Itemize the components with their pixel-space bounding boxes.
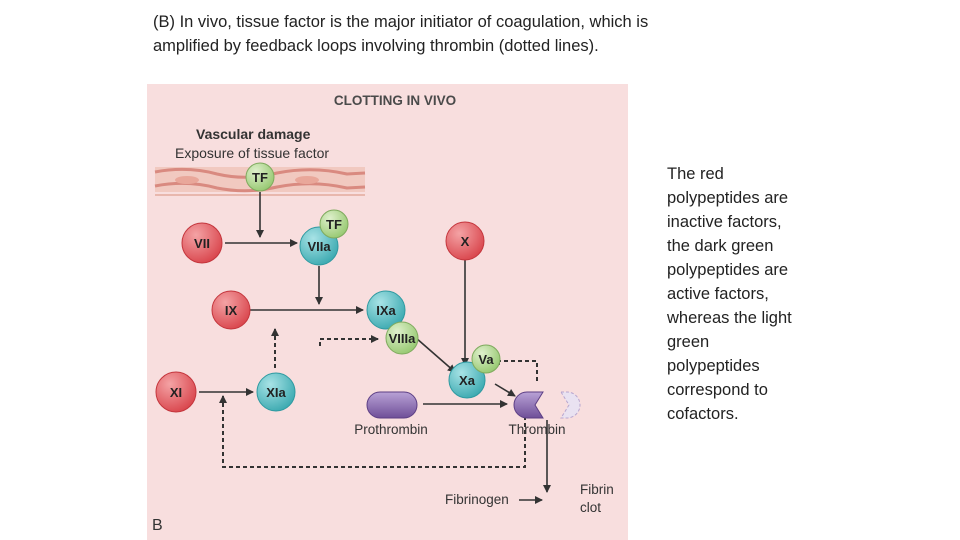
node-tf-top: TF (245, 162, 275, 192)
node-viia-label: VIIa (307, 239, 331, 254)
node-x: X (445, 221, 485, 261)
node-xi-label: XI (170, 385, 182, 400)
caption: (B) In vivo, tissue factor is the major … (153, 10, 753, 58)
feedback-thrombin-to-viiia (319, 335, 379, 346)
prothrombin-shape (366, 391, 418, 419)
node-viiia-label: VIIIa (389, 331, 417, 346)
thrombin-shape (513, 391, 581, 419)
side-note-line: the dark green (667, 237, 774, 255)
node-ix-label: IX (225, 303, 238, 318)
tissue-factor-subheading: Exposure of tissue factor (175, 145, 329, 161)
fibrin-label-line-2: clot (580, 500, 601, 515)
fibrin-label-line-1: Fibrin (580, 482, 614, 497)
caption-line-1: (B) In vivo, tissue factor is the major … (153, 13, 649, 31)
node-tf-top-label: TF (252, 170, 268, 185)
node-xia: XIa (256, 372, 296, 412)
side-note-line: active factors, (667, 285, 769, 303)
node-va: Va (471, 344, 501, 374)
side-note-line: correspond to (667, 381, 768, 399)
node-va-label: Va (478, 352, 494, 367)
node-viiia: VIIIa (385, 321, 419, 355)
caption-line-2: amplified by feedback loops involving th… (153, 37, 599, 55)
arrow-xa-to-thrombin (494, 383, 516, 397)
side-note-line: polypeptides are (667, 261, 789, 279)
vascular-damage-heading: Vascular damage (196, 126, 311, 142)
side-note: The red polypeptides are inactive factor… (667, 162, 827, 426)
side-note-line: inactive factors, (667, 213, 782, 231)
side-note-line: whereas the light (667, 309, 792, 327)
side-note-line: polypeptides (667, 357, 760, 375)
node-ixa: IXa (366, 290, 406, 330)
node-xa: Xa (448, 361, 486, 399)
side-note-line: The red (667, 165, 724, 183)
node-xi: XI (155, 371, 197, 413)
node-vii: VII (181, 222, 223, 264)
side-note-line: polypeptides are (667, 189, 789, 207)
node-vii-label: VII (194, 236, 210, 251)
node-tf-complex-label: TF (326, 217, 342, 232)
clotting-diagram: CLOTTING IN VIVO Vascular damage Exposur… (147, 84, 628, 540)
node-xia-label: XIa (266, 385, 286, 400)
node-tf-complex: TF (319, 209, 349, 239)
thrombin-label: Thrombin (508, 422, 565, 437)
node-xa-label: Xa (459, 373, 476, 388)
clotting-diagram-panel: CLOTTING IN VIVO Vascular damage Exposur… (147, 84, 628, 540)
node-ix: IX (211, 290, 251, 330)
node-x-label: X (461, 234, 470, 249)
feedback-thrombin-to-xi (219, 395, 526, 468)
side-note-line: cofactors. (667, 405, 739, 423)
node-ixa-label: IXa (376, 303, 396, 318)
feedback-thrombin-to-va (492, 357, 538, 381)
diagram-title: CLOTTING IN VIVO (334, 93, 456, 108)
prothrombin-label: Prothrombin (354, 422, 428, 437)
panel-letter: B (152, 517, 163, 534)
fibrinogen-label: Fibrinogen (445, 492, 509, 507)
side-note-line: green (667, 333, 710, 351)
